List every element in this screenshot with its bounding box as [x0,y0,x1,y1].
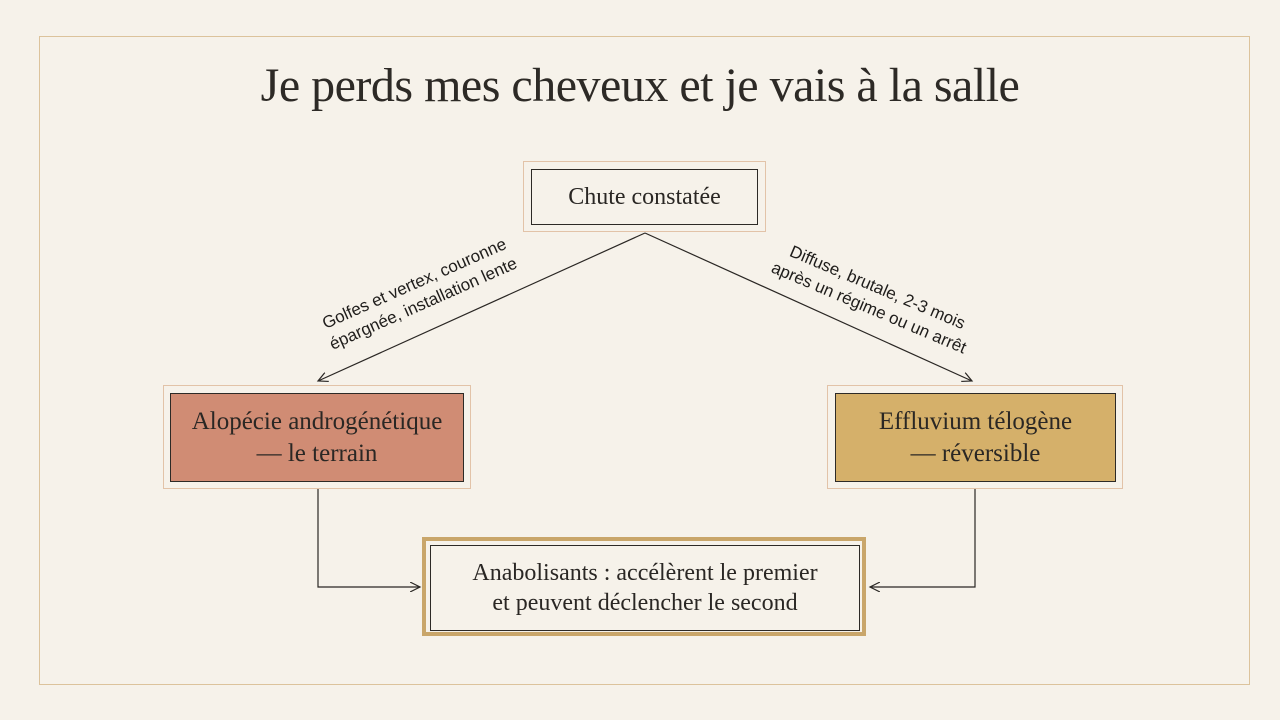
edge-right-to-bottom [870,489,976,587]
edge-left-to-bottom [317,489,420,587]
bottom-node-label-line1: Anabolisants : accélèrent le premier [472,560,818,586]
androgenetic-alopecia-node: Alopécie androgénétique — le terrain [170,393,464,482]
right-node-label-line2: — réversible [910,439,1041,467]
bottom-node-outline [422,537,866,636]
right-node-outline [827,385,1123,489]
left-node-label-line1: Alopécie androgénétique [191,408,443,436]
left-node-label-line2: — le terrain [256,439,378,467]
root-node-label: Chute constatée [568,184,721,210]
left-node-outline [163,385,471,489]
root-node: Chute constatée [531,169,758,225]
root-node-outline [523,161,766,232]
right-node-label-line1: Effluvium télogène [878,408,1073,436]
telogen-effluvium-node: Effluvium télogène — réversible [835,393,1116,482]
edge-root-to-left [318,232,646,381]
edge-root-to-right [644,232,972,381]
anabolics-node: Anabolisants : accélèrent le premier et … [430,545,860,631]
slide-title: Je perds mes cheveux et je vais à la sal… [260,59,1020,112]
slide-frame [39,36,1250,685]
bottom-node-label-line2: et peuvent déclencher le second [492,590,798,616]
